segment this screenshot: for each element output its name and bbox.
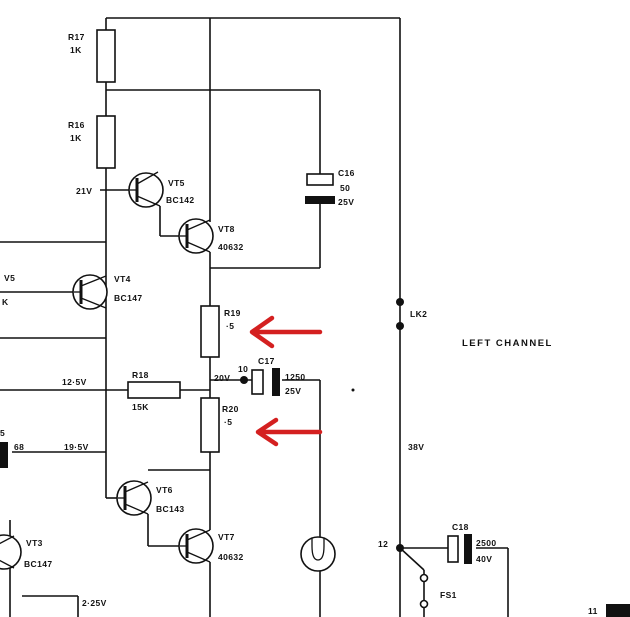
label-c17-value: 1250 — [285, 372, 306, 382]
label-node-10: 10 — [238, 364, 248, 374]
label-c18-ref: C18 — [452, 522, 469, 532]
lamp-symbol — [300, 536, 336, 572]
resistor-r16 — [96, 115, 116, 169]
transistor-vt7 — [178, 528, 214, 564]
label-vt5-part: BC142 — [166, 195, 194, 205]
label-left-top: V5 — [4, 273, 15, 283]
label-38v: 38V — [408, 442, 424, 452]
label-r17-value: 1K — [70, 45, 82, 55]
label-c16-ref: C16 — [338, 168, 355, 178]
section-title: LEFT CHANNEL — [462, 338, 553, 349]
label-r19-value: ·5 — [226, 321, 234, 331]
resistor-r19 — [200, 305, 220, 358]
label-19-5v: 19·5V — [64, 442, 89, 452]
label-c16-voltage: 25V — [338, 197, 354, 207]
label-r16-ref: R16 — [68, 120, 85, 130]
label-vt7-ref: VT7 — [218, 532, 235, 542]
label-c17-voltage: 25V — [285, 386, 301, 396]
label-fs1: FS1 — [440, 590, 457, 600]
resistor-r17 — [96, 29, 116, 83]
label-r18-ref: R18 — [132, 370, 149, 380]
label-vt7-part: 40632 — [218, 552, 244, 562]
transistor-vt4 — [72, 274, 108, 310]
label-r17-ref: R17 — [68, 32, 85, 42]
label-2-25v: 2·25V — [82, 598, 107, 608]
label-vt3-part: BC147 — [24, 559, 52, 569]
label-lk2: LK2 — [410, 309, 427, 319]
capacitor-c16 — [305, 173, 335, 204]
label-left-low: 5 — [0, 428, 5, 438]
label-21v: 21V — [76, 186, 92, 196]
label-c-left-value: 68 — [14, 442, 24, 452]
label-node-12: 12 — [378, 539, 388, 549]
edge-mark — [606, 604, 630, 617]
junction-dots — [240, 298, 404, 552]
label-c17-ref: C17 — [258, 356, 275, 366]
label-12-5v: 12·5V — [62, 377, 87, 387]
capacitor-c18 — [447, 534, 472, 564]
label-vt3-ref: VT3 — [26, 538, 43, 548]
wires — [0, 17, 509, 617]
label-r16-value: 1K — [70, 133, 82, 143]
label-left-mid: K — [2, 297, 9, 307]
transistor-vt5 — [128, 171, 164, 208]
label-c18-value: 2500 — [476, 538, 497, 548]
label-r19-ref: R19 — [224, 308, 241, 318]
label-r20-value: ·5 — [224, 417, 232, 427]
label-20v: 20V — [214, 373, 230, 383]
label-vt6-ref: VT6 — [156, 485, 173, 495]
label-vt4-part: BC147 — [114, 293, 142, 303]
label-vt8-ref: VT8 — [218, 224, 235, 234]
arrow-r19 — [249, 315, 323, 349]
label-r20-ref: R20 — [222, 404, 239, 414]
label-vt6-part: BC143 — [156, 504, 184, 514]
fuse-fs1 — [419, 573, 429, 609]
label-vt8-part: 40632 — [218, 242, 244, 252]
label-vt4-ref: VT4 — [114, 274, 131, 284]
transistor-vt8 — [178, 218, 214, 254]
transistor-vt6 — [116, 480, 152, 516]
arrow-r20 — [255, 417, 323, 447]
capacitor-c17 — [251, 368, 280, 396]
label-bottom-right: 11 — [588, 606, 598, 616]
transistor-vt3 — [0, 534, 22, 570]
capacitor-left — [0, 442, 8, 468]
label-c18-voltage: 40V — [476, 554, 492, 564]
label-c16-value: 50 — [340, 183, 350, 193]
label-r18-value: 15K — [132, 402, 149, 412]
label-vt5-ref: VT5 — [168, 178, 185, 188]
resistor-r20 — [200, 397, 220, 453]
resistor-r18 — [127, 381, 181, 399]
